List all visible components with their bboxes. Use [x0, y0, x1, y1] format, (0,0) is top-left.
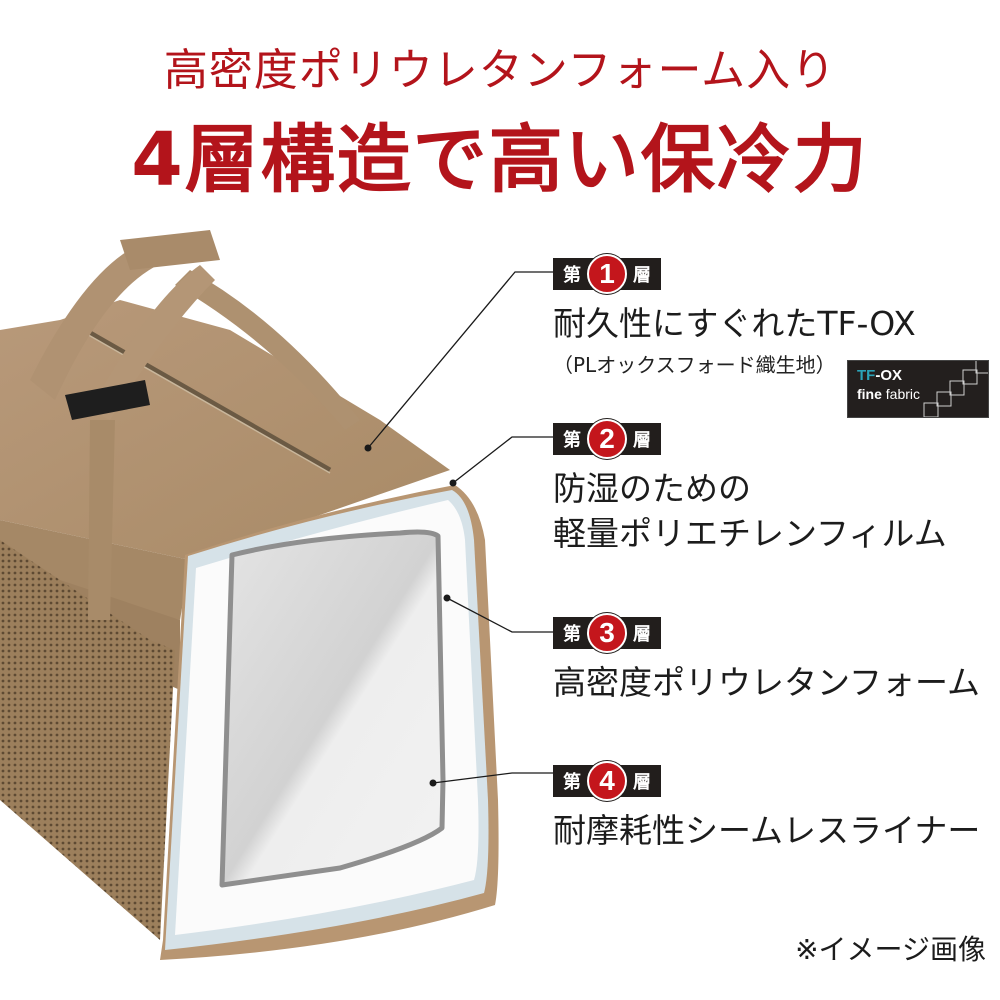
layer-1-title: 耐久性にすぐれたTF-OX	[553, 304, 916, 343]
layer-1-callout: 第 1 層 耐久性にすぐれたTF-OX （PLオックスフォード織生地）	[553, 254, 916, 378]
layer-1-note: （PLオックスフォード織生地）	[553, 352, 836, 377]
layer-4-title: 耐摩耗性シームレスライナー	[553, 811, 981, 850]
layer-3-badge: 第 3 層	[553, 613, 661, 653]
mesh-pocket	[0, 540, 175, 940]
headline-subtitle: 高密度ポリウレタンフォーム入り	[163, 45, 837, 96]
layer-3-callout: 第 3 層 高密度ポリウレタンフォーム	[553, 613, 981, 706]
stair-squares-icon	[923, 361, 988, 417]
layer-3-title: 高密度ポリウレタンフォーム	[553, 663, 981, 702]
layer-number-circle: 3	[587, 613, 627, 653]
layer-1-badge: 第 1 層	[553, 254, 661, 294]
layer-number-circle: 1	[587, 254, 627, 294]
layer-4-badge: 第 4 層	[553, 761, 661, 801]
tf-ox-fabric-logo: TF-OX fine fabric	[847, 360, 989, 418]
layer-2-title: 防湿のための 軽量ポリエチレンフィルム	[553, 469, 947, 553]
layer-number-circle: 2	[587, 419, 627, 459]
layer-4-callout: 第 4 層 耐摩耗性シームレスライナー	[553, 761, 981, 854]
layer-2-callout: 第 2 層 防湿のための 軽量ポリエチレンフィルム	[553, 419, 947, 556]
image-disclaimer-caption: ※イメージ画像	[795, 933, 986, 966]
layer-4-seamless-liner	[219, 529, 446, 888]
layer-2-badge: 第 2 層	[553, 419, 661, 459]
layer-number-circle: 4	[587, 761, 627, 801]
headline-title: 4層構造で高い保冷力	[131, 117, 869, 203]
